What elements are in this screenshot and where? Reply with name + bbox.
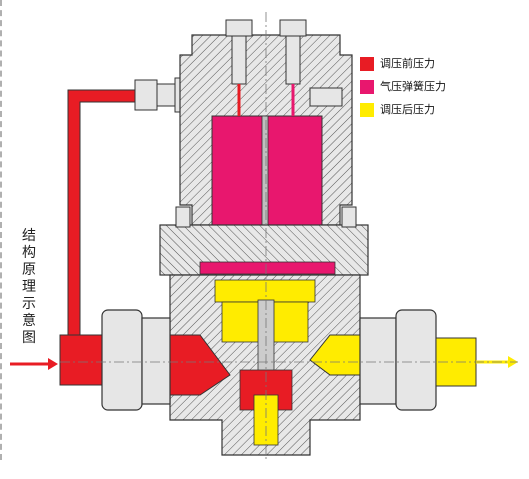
legend-swatch-inlet — [360, 57, 374, 71]
legend-label-outlet: 调压后压力 — [380, 103, 435, 116]
top-gauge-fittings — [225, 19, 343, 116]
legend-item-outlet: 调压后压力 — [360, 103, 446, 117]
legend-item-spring: 气压弹簧压力 — [360, 80, 446, 94]
left-inlet-nut — [101, 309, 171, 411]
side-title: 结构原理示意图 — [22, 228, 36, 346]
page-left-dashed-border — [0, 0, 2, 460]
inlet-flow-arrow — [10, 358, 58, 370]
legend-item-inlet: 调压前压力 — [360, 57, 446, 71]
right-outlet-nut — [359, 309, 477, 411]
legend-swatch-spring — [360, 80, 374, 94]
pressure-legend: 调压前压力 气压弹簧压力 调压后压力 — [360, 57, 446, 126]
legend-label-inlet: 调压前压力 — [380, 57, 435, 70]
middle-flange — [159, 206, 369, 276]
legend-swatch-outlet — [360, 103, 374, 117]
legend-label-spring: 气压弹簧压力 — [380, 80, 446, 93]
